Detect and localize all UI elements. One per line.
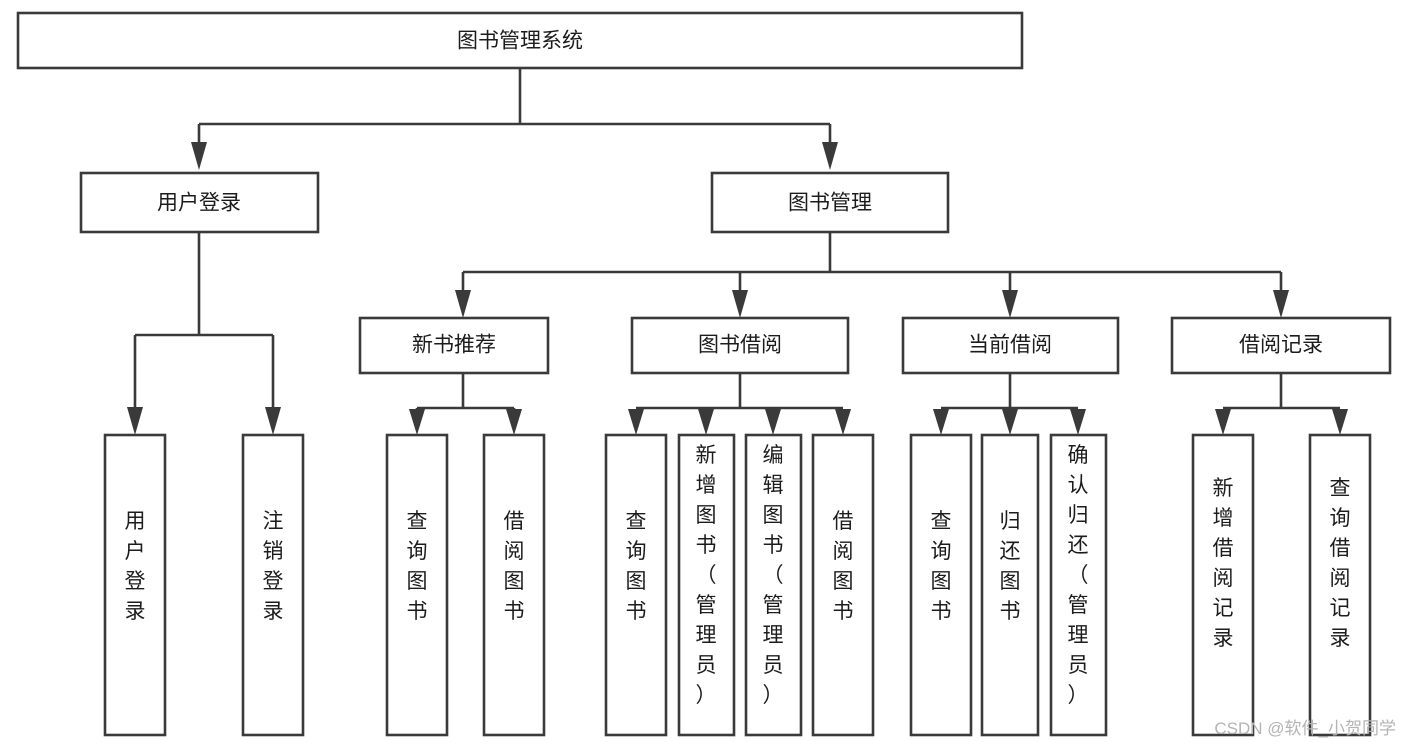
- node-leaf-query-book-1-label: 查询图书: [407, 510, 428, 623]
- node-book-borrow-box[interactable]: [630, 316, 850, 375]
- node-leaf-user-login-box[interactable]: [103, 433, 167, 737]
- node-leaf-confirm-return[interactable]: 确认归还（管理员）: [1049, 433, 1108, 737]
- arrow-head-leaf-query-book-1: [409, 409, 425, 435]
- node-leaf-user-login[interactable]: 用户登录: [103, 433, 167, 737]
- node-borrow-record-label: 借阅记录: [1239, 334, 1323, 357]
- arrow-head-book-manage: [822, 142, 838, 170]
- node-leaf-query-record-box[interactable]: [1308, 433, 1372, 737]
- node-user-login-label: 用户登录: [157, 192, 241, 215]
- node-leaf-query-book-3-box[interactable]: [909, 433, 973, 737]
- node-leaf-confirm-return-label: 确认归还（管理员）: [1068, 444, 1089, 707]
- node-leaf-edit-book-box[interactable]: [744, 433, 803, 737]
- node-book-manage[interactable]: 图书管理: [710, 171, 950, 234]
- leaf-nodes-layer: 用户登录 注销登录 查询图书 借阅图书 查询图书 新增图书（管理员）: [103, 433, 1372, 737]
- node-book-borrow-label: 图书借阅: [698, 334, 782, 357]
- node-leaf-return-book-label: 归还图书: [1000, 510, 1021, 623]
- node-leaf-add-record[interactable]: 新增借阅记录: [1191, 433, 1255, 737]
- node-leaf-add-book[interactable]: 新增图书（管理员）: [677, 433, 736, 737]
- node-leaf-edit-book-label: 编辑图书（管理员）: [763, 444, 784, 707]
- node-current-borrow-box[interactable]: [901, 316, 1120, 375]
- node-leaf-query-record-label: 查询借阅记录: [1330, 477, 1351, 650]
- node-leaf-query-book-2-box[interactable]: [604, 433, 668, 737]
- node-leaf-borrow-book-1-label: 借阅图书: [504, 510, 525, 623]
- node-leaf-query-book-3-label: 查询图书: [931, 510, 952, 623]
- watermark-label: CSDN @软件_小贺同学: [1214, 719, 1396, 738]
- node-leaf-query-book-2-label: 查询图书: [626, 510, 647, 623]
- arrow-head-leaf-edit-book: [765, 409, 781, 435]
- node-book-manage-label: 图书管理: [788, 192, 872, 215]
- node-leaf-borrow-book-2-label: 借阅图书: [833, 510, 854, 623]
- arrow-head-new-book-recommend: [455, 290, 471, 318]
- node-leaf-return-book-box[interactable]: [980, 433, 1040, 737]
- arrow-head-leaf-user-login: [127, 407, 143, 435]
- node-borrow-record[interactable]: 借阅记录: [1170, 316, 1392, 375]
- arrow-head-user-login: [191, 142, 207, 170]
- arrow-head-leaf-query-book-2: [628, 409, 644, 435]
- node-root[interactable]: 图书管理系统: [16, 11, 1024, 70]
- node-leaf-query-book-3[interactable]: 查询图书: [909, 433, 973, 737]
- arrow-head-book-borrow: [732, 290, 748, 318]
- node-new-book-recommend-box[interactable]: [358, 316, 550, 375]
- connector-layer: [127, 68, 1348, 435]
- node-user-login-box[interactable]: [79, 171, 320, 234]
- node-leaf-add-record-box[interactable]: [1191, 433, 1255, 737]
- node-root-label: 图书管理系统: [457, 30, 583, 53]
- node-leaf-borrow-book-1-box[interactable]: [482, 433, 546, 737]
- node-leaf-query-record[interactable]: 查询借阅记录: [1308, 433, 1372, 737]
- arrow-head-leaf-confirm-return: [1070, 409, 1086, 435]
- node-new-book-recommend-label: 新书推荐: [412, 334, 496, 357]
- node-current-borrow-label: 当前借阅: [968, 334, 1052, 357]
- arrow-head-leaf-return-book: [1002, 409, 1018, 435]
- node-leaf-borrow-book-2[interactable]: 借阅图书: [811, 433, 875, 737]
- node-leaf-user-logout-label: 注销登录: [263, 510, 284, 623]
- arrow-head-leaf-query-book-3: [933, 409, 949, 435]
- arrow-head-leaf-user-logout: [265, 407, 281, 435]
- node-leaf-add-record-label: 新增借阅记录: [1213, 477, 1234, 650]
- node-leaf-confirm-return-box[interactable]: [1049, 433, 1108, 737]
- arrow-head-current-borrow: [1002, 290, 1018, 318]
- node-leaf-user-login-label: 用户登录: [125, 510, 146, 623]
- node-leaf-add-book-box[interactable]: [677, 433, 736, 737]
- node-leaf-user-logout[interactable]: 注销登录: [241, 433, 305, 737]
- node-leaf-user-logout-box[interactable]: [241, 433, 305, 737]
- arrow-head-borrow-record: [1273, 290, 1289, 318]
- node-leaf-borrow-book-2-box[interactable]: [811, 433, 875, 737]
- node-leaf-return-book[interactable]: 归还图书: [980, 433, 1040, 737]
- arrow-head-leaf-borrow-book-2: [835, 409, 851, 435]
- arrow-head-leaf-borrow-book-1: [506, 409, 522, 435]
- node-leaf-edit-book[interactable]: 编辑图书（管理员）: [744, 433, 803, 737]
- arrow-head-leaf-add-record: [1215, 409, 1231, 435]
- node-leaf-add-book-label: 新增图书（管理员）: [696, 444, 717, 707]
- node-leaf-query-book-1-box[interactable]: [385, 433, 449, 737]
- node-leaf-query-book-1[interactable]: 查询图书: [385, 433, 449, 737]
- node-leaf-borrow-book-1[interactable]: 借阅图书: [482, 433, 546, 737]
- node-new-book-recommend[interactable]: 新书推荐: [358, 316, 550, 375]
- node-book-borrow[interactable]: 图书借阅: [630, 316, 850, 375]
- node-current-borrow[interactable]: 当前借阅: [901, 316, 1120, 375]
- node-user-login[interactable]: 用户登录: [79, 171, 320, 234]
- node-root-box[interactable]: [16, 11, 1024, 70]
- arrow-head-leaf-query-record: [1332, 409, 1348, 435]
- node-leaf-query-book-2[interactable]: 查询图书: [604, 433, 668, 737]
- node-borrow-record-box[interactable]: [1170, 316, 1392, 375]
- arrow-head-leaf-add-book: [698, 409, 714, 435]
- node-book-manage-box[interactable]: [710, 171, 950, 234]
